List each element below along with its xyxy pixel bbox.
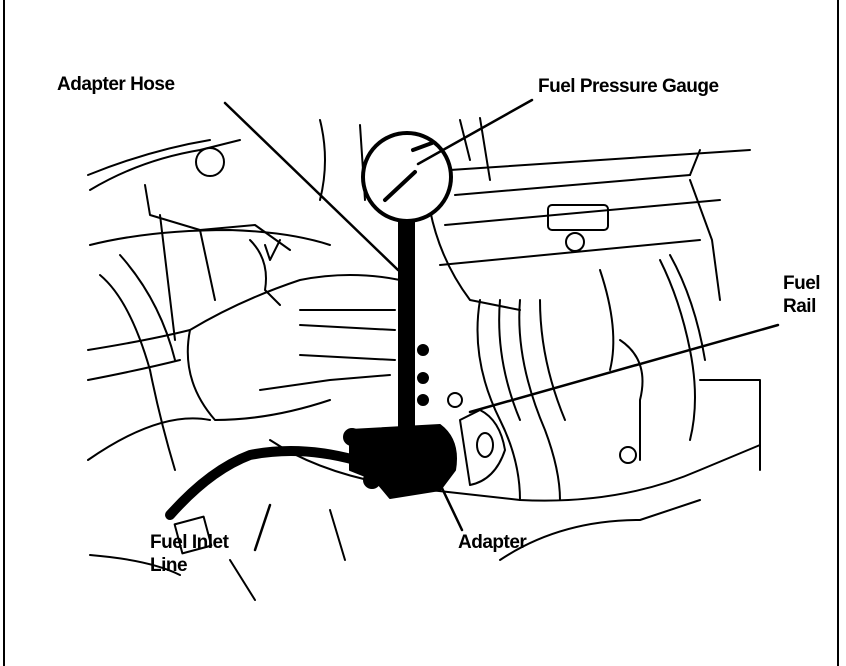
label-adapter-hose: Adapter Hose: [57, 74, 175, 95]
label-fuel-inlet-line2: Line: [150, 555, 188, 576]
leader-lines: [223, 98, 780, 552]
leader-fuel-inlet-line: [253, 503, 272, 552]
leader-adapter: [418, 440, 464, 532]
fuel-pressure-gauge: [361, 131, 453, 441]
engine-outline: [87, 117, 761, 601]
frame-right-border: [837, 0, 839, 666]
label-fuel-rail-line1: Fuel: [783, 273, 821, 294]
leader-fuel-pressure-gauge: [416, 98, 534, 166]
hand-illustration: [87, 274, 401, 461]
leader-fuel-rail: [468, 323, 780, 414]
label-fuel-rail-line2: Rail: [783, 296, 816, 317]
leader-adapter-hose: [223, 101, 400, 272]
frame-left-border: [3, 0, 5, 666]
adapter-block: [343, 424, 457, 499]
label-fuel-pressure-gauge: Fuel Pressure Gauge: [538, 76, 719, 97]
label-adapter: Adapter: [458, 532, 527, 553]
label-fuel-inlet-line1: Fuel Inlet: [150, 532, 229, 553]
fuel-inlet-line-hose: [165, 446, 385, 520]
